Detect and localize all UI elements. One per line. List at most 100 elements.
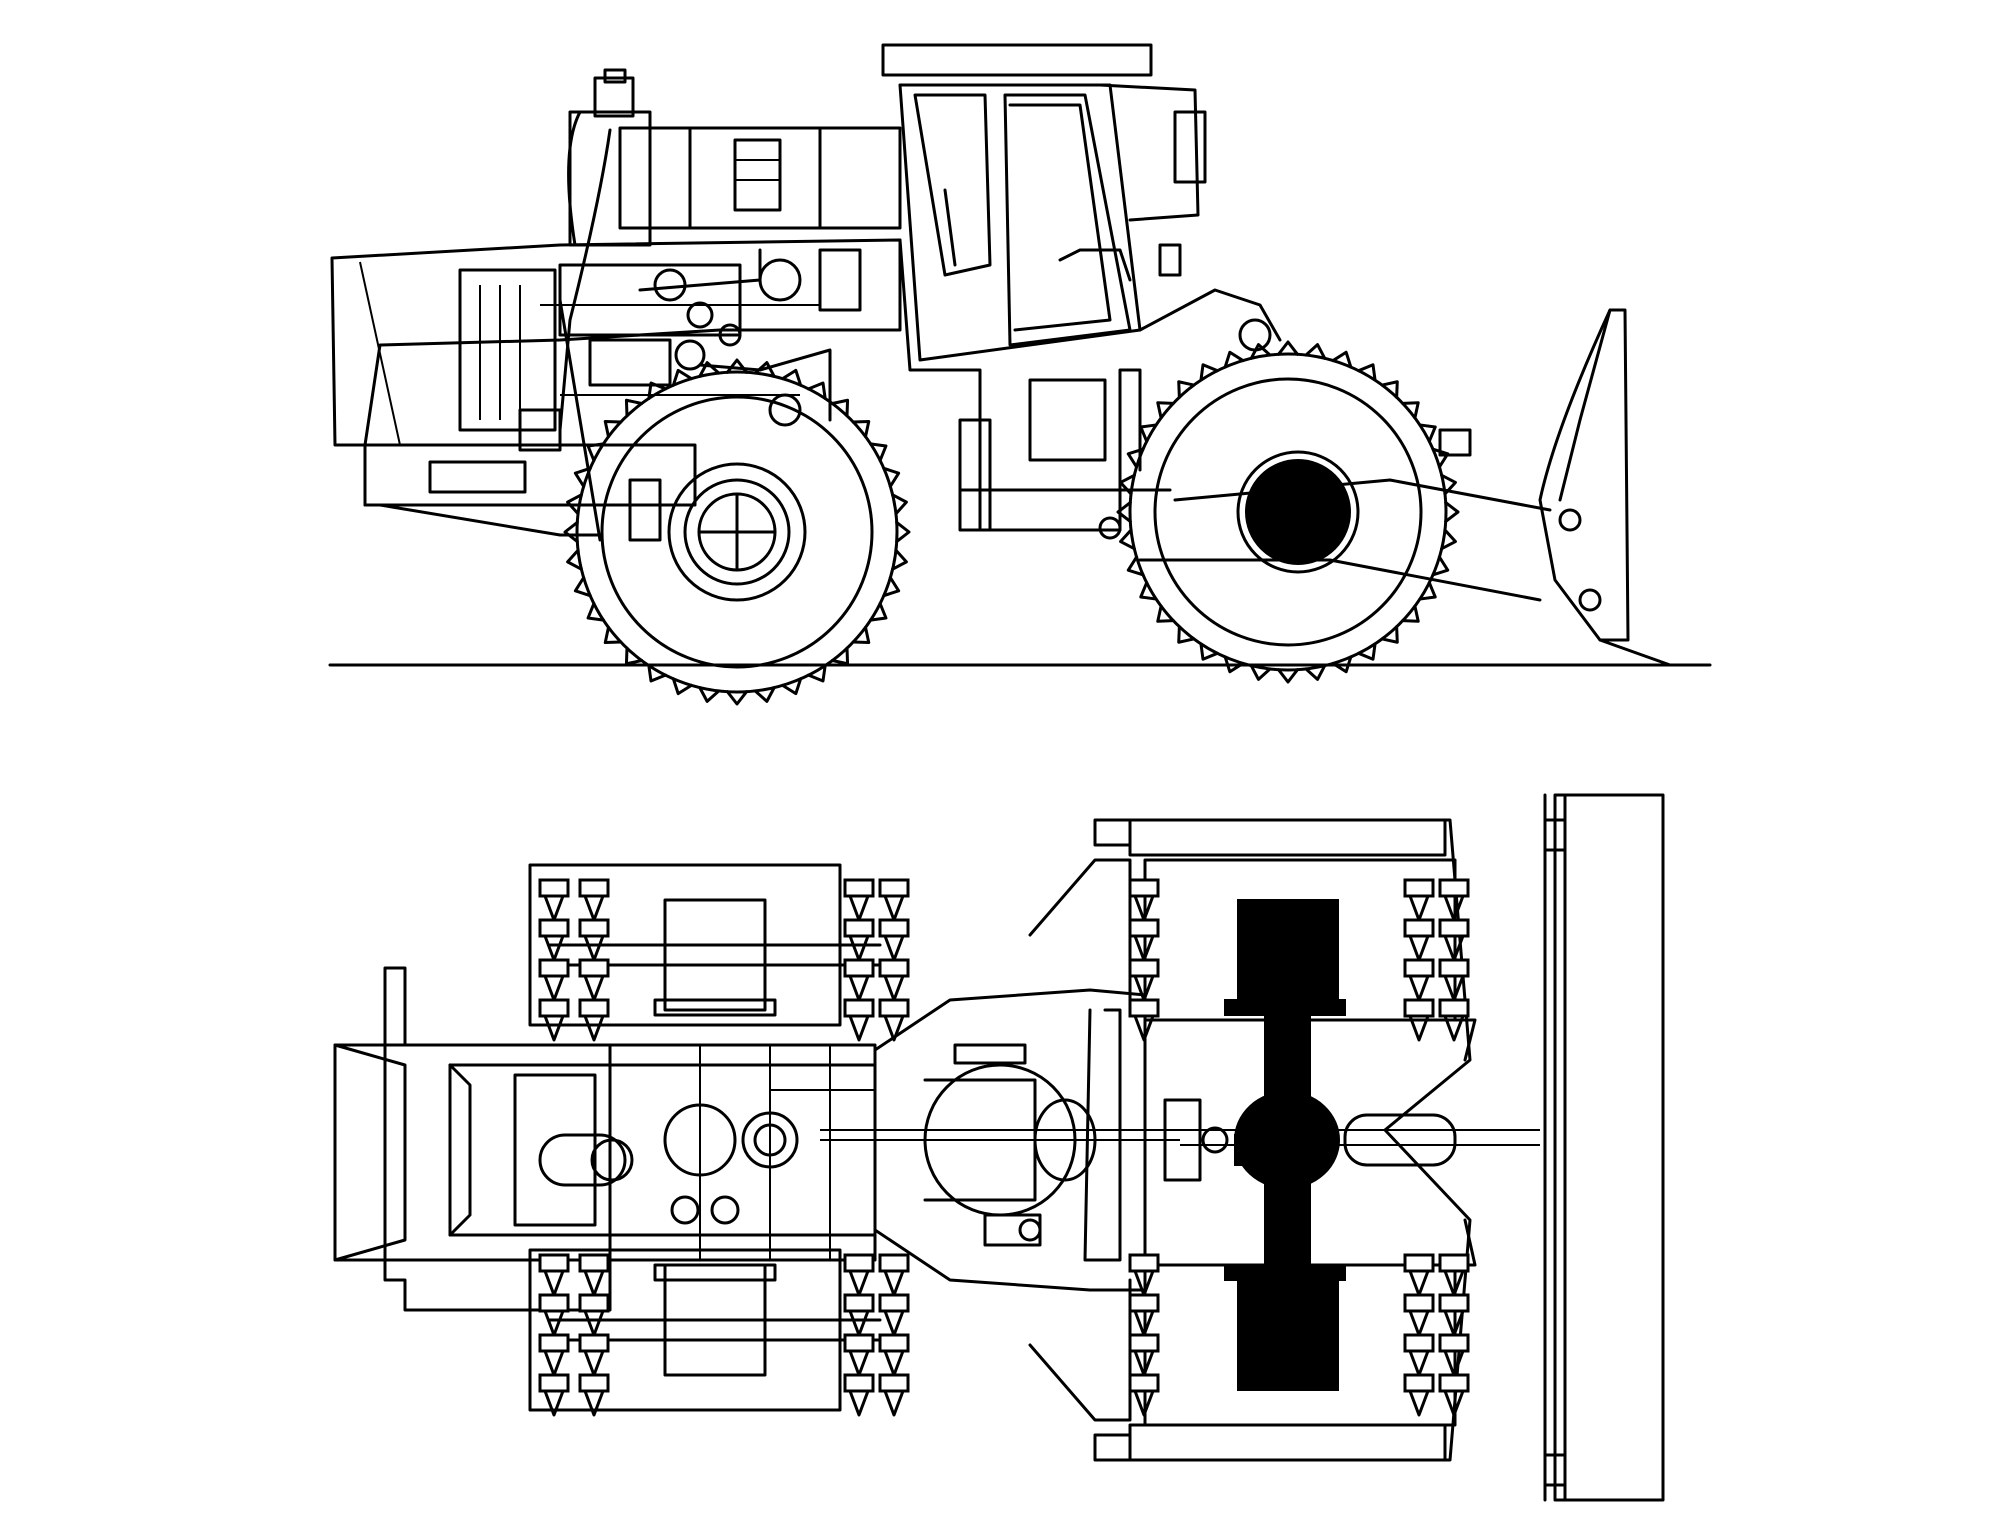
wheel-tooth (851, 625, 871, 645)
wheel-tooth-tip (848, 934, 870, 962)
wheel-tooth (725, 358, 749, 374)
wheel-tooth-tip (543, 1309, 565, 1337)
wheel-tooth-tip (883, 1349, 905, 1377)
wheel-tooth (807, 381, 827, 400)
wheel-tooth (538, 878, 570, 898)
wheel-tooth-tip (543, 974, 565, 1002)
wheel-tooth (843, 958, 875, 978)
wheel-tooth (1277, 668, 1299, 684)
wheel-tooth-tip (848, 1389, 870, 1417)
wheel-tooth (725, 690, 749, 706)
wheel-tooth-tip (1408, 894, 1430, 922)
wheel-tooth (1357, 363, 1377, 382)
wheel-tooth (1128, 998, 1160, 1018)
side-elevation-view (328, 43, 1712, 706)
wheel-tooth (586, 442, 605, 462)
wheel-tooth (1403, 878, 1435, 898)
wheel-tooth (1438, 878, 1470, 898)
wheel-tooth (843, 1253, 875, 1273)
wheel-tooth (1304, 664, 1327, 681)
wheel-tooth (1403, 1253, 1435, 1273)
wheel-tooth (1403, 918, 1435, 938)
wheel-tooth (538, 998, 570, 1018)
rear-wheel-right-plan (528, 1248, 882, 1412)
wheel-tooth-tip (543, 1349, 565, 1377)
wheel-tooth (1438, 1253, 1470, 1273)
wheel-tooth (1177, 625, 1196, 644)
wheel-tooth (869, 602, 888, 622)
wheel-tooth-tip (583, 1014, 605, 1042)
wheel-tooth (1401, 401, 1420, 420)
wheel-tooth-tip (1133, 1389, 1155, 1417)
wheel-tooth (538, 1373, 570, 1393)
wheel-tooth (1116, 501, 1132, 523)
wheel-tooth (566, 548, 583, 571)
wheel-tooth-tip (1408, 1014, 1430, 1042)
wheel-tooth-tip (1408, 934, 1430, 962)
wheel-tooth (878, 998, 910, 1018)
wheel-tooth (882, 576, 901, 598)
wheel-tooth (624, 646, 644, 666)
wheel-tooth (1418, 423, 1437, 443)
wheel-tooth (781, 677, 803, 696)
wheel-tooth (1156, 401, 1175, 420)
wheel-tooth-tip (1443, 1389, 1465, 1417)
wheel-tooth (578, 998, 610, 1018)
wheel-tooth-tip (1408, 1389, 1430, 1417)
wheel-tooth-tip (1408, 1309, 1430, 1337)
wheel-tooth (538, 1333, 570, 1353)
wheel-tooth (843, 918, 875, 938)
wheel-tooth (1418, 581, 1437, 601)
wheel-tooth (566, 493, 583, 516)
wheel-tooth-tip (543, 934, 565, 962)
wheel-tooth (1128, 1253, 1160, 1273)
wheel-tooth (1438, 918, 1470, 938)
wheel-tooth-tip (1408, 1269, 1430, 1297)
wheel-tooth (1126, 447, 1145, 469)
wheel-tooth (843, 1293, 875, 1313)
wheel-tooth-tip (583, 1269, 605, 1297)
wheel-tooth-tip (583, 974, 605, 1002)
rear-wheel-left-plan (528, 863, 882, 1027)
wheel-tooth-tip (1408, 974, 1430, 1002)
wheel-tooth-tip (883, 934, 905, 962)
wheel-tooth (671, 677, 693, 696)
wheel-tooth (878, 878, 910, 898)
wheel-tooth (807, 664, 827, 683)
wheel-tooth (1401, 604, 1420, 623)
wheel-tooth-tip (583, 1309, 605, 1337)
wheel-tooth-tip (848, 1269, 870, 1297)
wheel-tooth-tip (583, 894, 605, 922)
wheel-tooth (1128, 878, 1160, 898)
wheel-tooth (830, 646, 850, 666)
center-body (898, 238, 1142, 532)
wheel-tooth (1277, 340, 1299, 356)
engine-hood (330, 238, 902, 447)
wheel-tooth (882, 466, 901, 488)
wheel-tooth (563, 520, 579, 544)
operator-cab (881, 43, 1207, 362)
wheel-tooth (538, 1253, 570, 1273)
wheel-tooth-tip (1133, 1014, 1155, 1042)
wheel-tooth (843, 878, 875, 898)
wheel-tooth (895, 520, 911, 544)
wheel-tooth (538, 918, 570, 938)
wheel-tooth (1304, 343, 1327, 360)
wheel-tooth (1128, 918, 1160, 938)
wheel-tooth-tip (543, 1014, 565, 1042)
wheel-tooth-tip (883, 894, 905, 922)
wheel-tooth-tip (848, 1014, 870, 1042)
front-compactor-wheel (1116, 340, 1460, 684)
wheel-tooth-tip (583, 1349, 605, 1377)
wheel-tooth (1156, 604, 1175, 623)
wheel-tooth (1199, 363, 1219, 382)
wheel-tooth (1128, 1293, 1160, 1313)
wheel-tooth-tip (583, 1389, 605, 1417)
wheel-tooth (1403, 1333, 1435, 1353)
wheel-tooth (1431, 555, 1450, 577)
wheel-tooth (578, 1373, 610, 1393)
wheel-tooth (573, 576, 592, 598)
wheel-tooth (781, 368, 803, 387)
wheel-tooth-tip (883, 1269, 905, 1297)
